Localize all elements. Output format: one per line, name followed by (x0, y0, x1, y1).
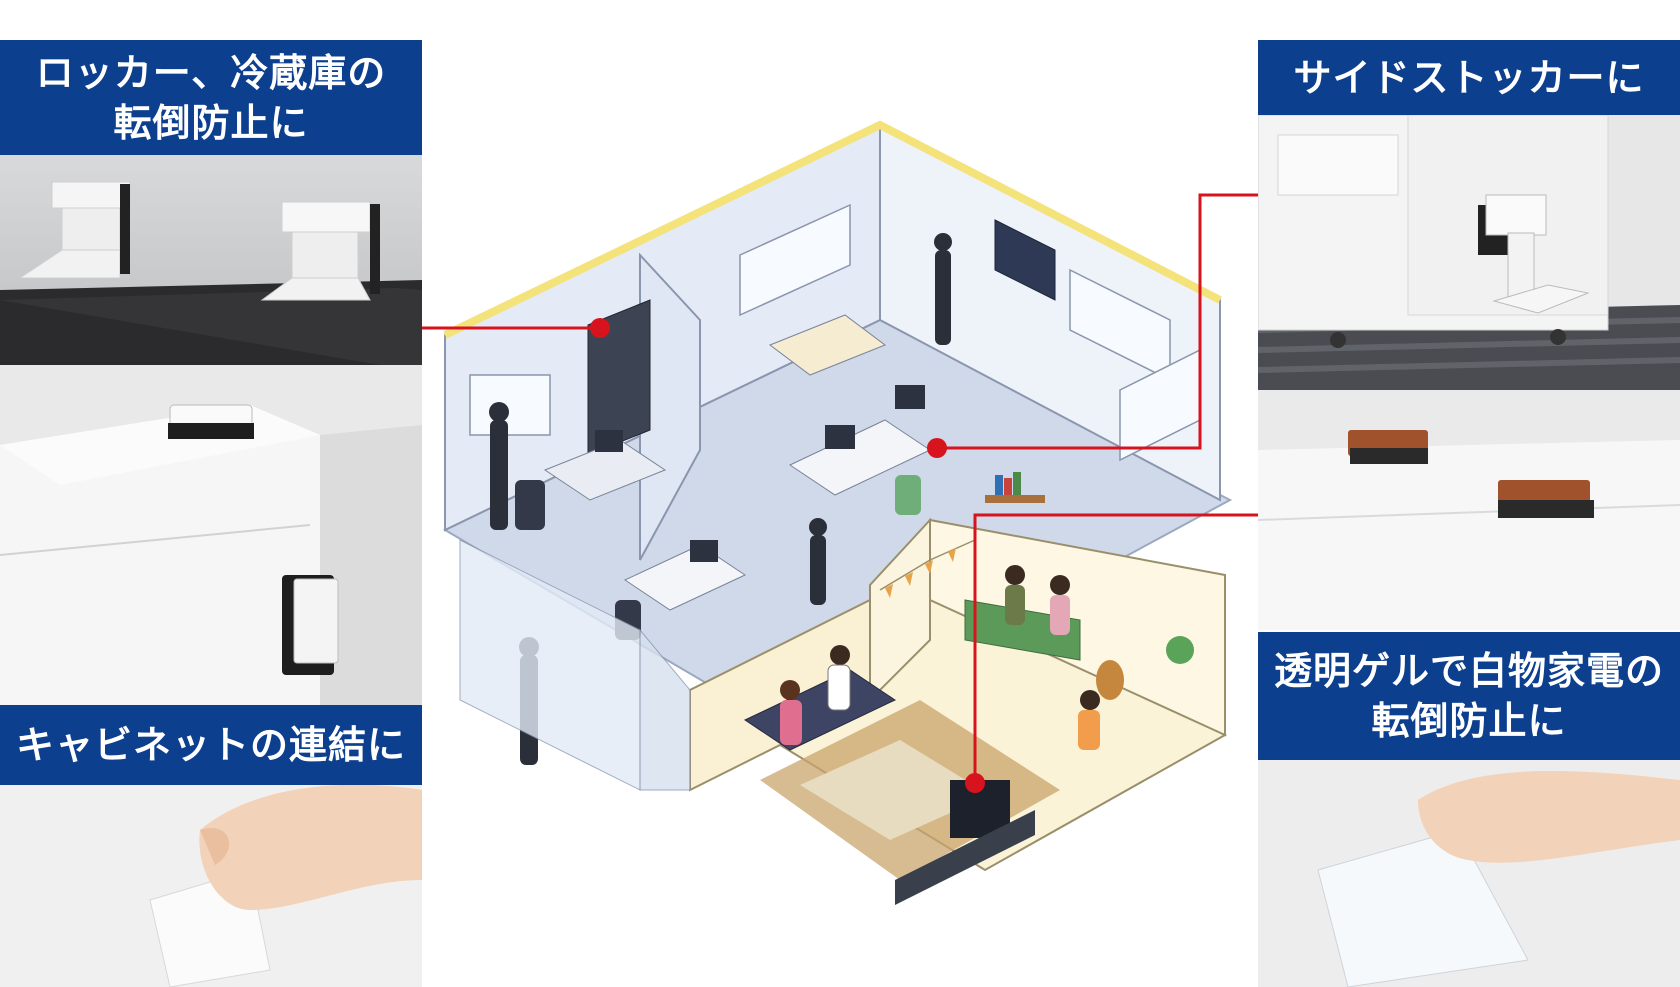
label-transparent-gel: 透明ゲルで白物家電の 転倒防止に (1258, 632, 1680, 760)
label-side-stocker: サイドストッカーに (1258, 40, 1680, 115)
label-gel-line2: 転倒防止に (1371, 699, 1567, 743)
connector-dot-side-stocker (927, 438, 947, 458)
photo-transparent-gel (1258, 760, 1680, 987)
connector-dot-appliance (965, 773, 985, 793)
connector-appliance (973, 513, 1258, 783)
rug (800, 740, 990, 840)
monitor-3 (895, 385, 925, 409)
gel-pad-2 (1498, 480, 1594, 518)
person-head-2 (934, 233, 952, 251)
home-person-head-5 (1080, 690, 1100, 710)
home-person-head-2 (1050, 575, 1070, 595)
connector-lines (422, 193, 1258, 783)
label-side-stocker-text: サイドストッカーに (1293, 55, 1645, 100)
bookshelf-locker (587, 299, 651, 456)
stopper-1 (18, 181, 131, 279)
label-locker-fridge: ロッカー、冷蔵庫の 転倒防止に (0, 40, 422, 155)
bunting-flags (885, 548, 956, 598)
home-person-4 (780, 700, 802, 745)
chair-1 (515, 480, 545, 530)
wall-screen (994, 219, 1056, 301)
connector-side-stocker (937, 193, 1258, 450)
meeting-table (768, 314, 887, 376)
label-locker-line1: ロッカー、冷蔵庫の (35, 50, 387, 95)
label-cabinet: キャビネットの連結に (0, 705, 422, 785)
peeling-sheet-illustration (0, 760, 422, 987)
transparent-gel-illustration (1258, 760, 1680, 987)
side-stocker-illustration (1258, 115, 1680, 390)
home-person-head-4 (780, 680, 800, 700)
photo-cabinet-connector (0, 365, 422, 705)
window-2 (739, 203, 851, 317)
label-gel-line1: 透明ゲルで白物家電の (1273, 649, 1664, 693)
person-head-1 (489, 402, 509, 422)
wall-top-trim (443, 120, 1222, 339)
home-person-1 (1005, 585, 1025, 625)
front-glass-corner (639, 628, 691, 791)
wall-shelf (985, 495, 1045, 503)
tv-stand (895, 810, 1035, 905)
home-person-head-3 (830, 645, 850, 665)
person-head-4 (809, 518, 827, 536)
books (995, 472, 1021, 495)
guitar (1096, 660, 1124, 700)
home-person-5 (1078, 710, 1100, 750)
home-person-head-1 (1005, 565, 1025, 585)
person-standing-2 (935, 250, 951, 345)
label-locker-line2: 転倒防止に (113, 100, 309, 145)
bunting-string (879, 539, 976, 591)
stopper-2 (260, 201, 380, 301)
connector-dot-locker (590, 318, 610, 338)
plant (1166, 636, 1194, 664)
home-person-3 (827, 664, 851, 711)
gel-pad-1 (1348, 430, 1428, 464)
photo-side-stocker (1258, 115, 1680, 390)
chair-green (895, 475, 921, 515)
appliance-stopper-illustration (1258, 390, 1680, 630)
photo-home-appliance-stoppers (1258, 390, 1680, 630)
monitor-2 (825, 425, 855, 449)
photo-locker-stoppers (0, 150, 422, 365)
person-standing-1 (490, 420, 508, 530)
window-1 (469, 374, 551, 436)
home-person-2 (1050, 595, 1070, 635)
home-people (780, 565, 1100, 750)
locker-stopper-illustration (0, 150, 422, 365)
monitor-4 (690, 540, 718, 562)
cabinet-connector-illustration (0, 365, 422, 705)
photo-peeling-sheet (0, 760, 422, 987)
person-standing-3 (810, 535, 826, 605)
label-cabinet-text: キャビネットの連結に (15, 723, 406, 767)
monitor-1 (595, 430, 623, 452)
